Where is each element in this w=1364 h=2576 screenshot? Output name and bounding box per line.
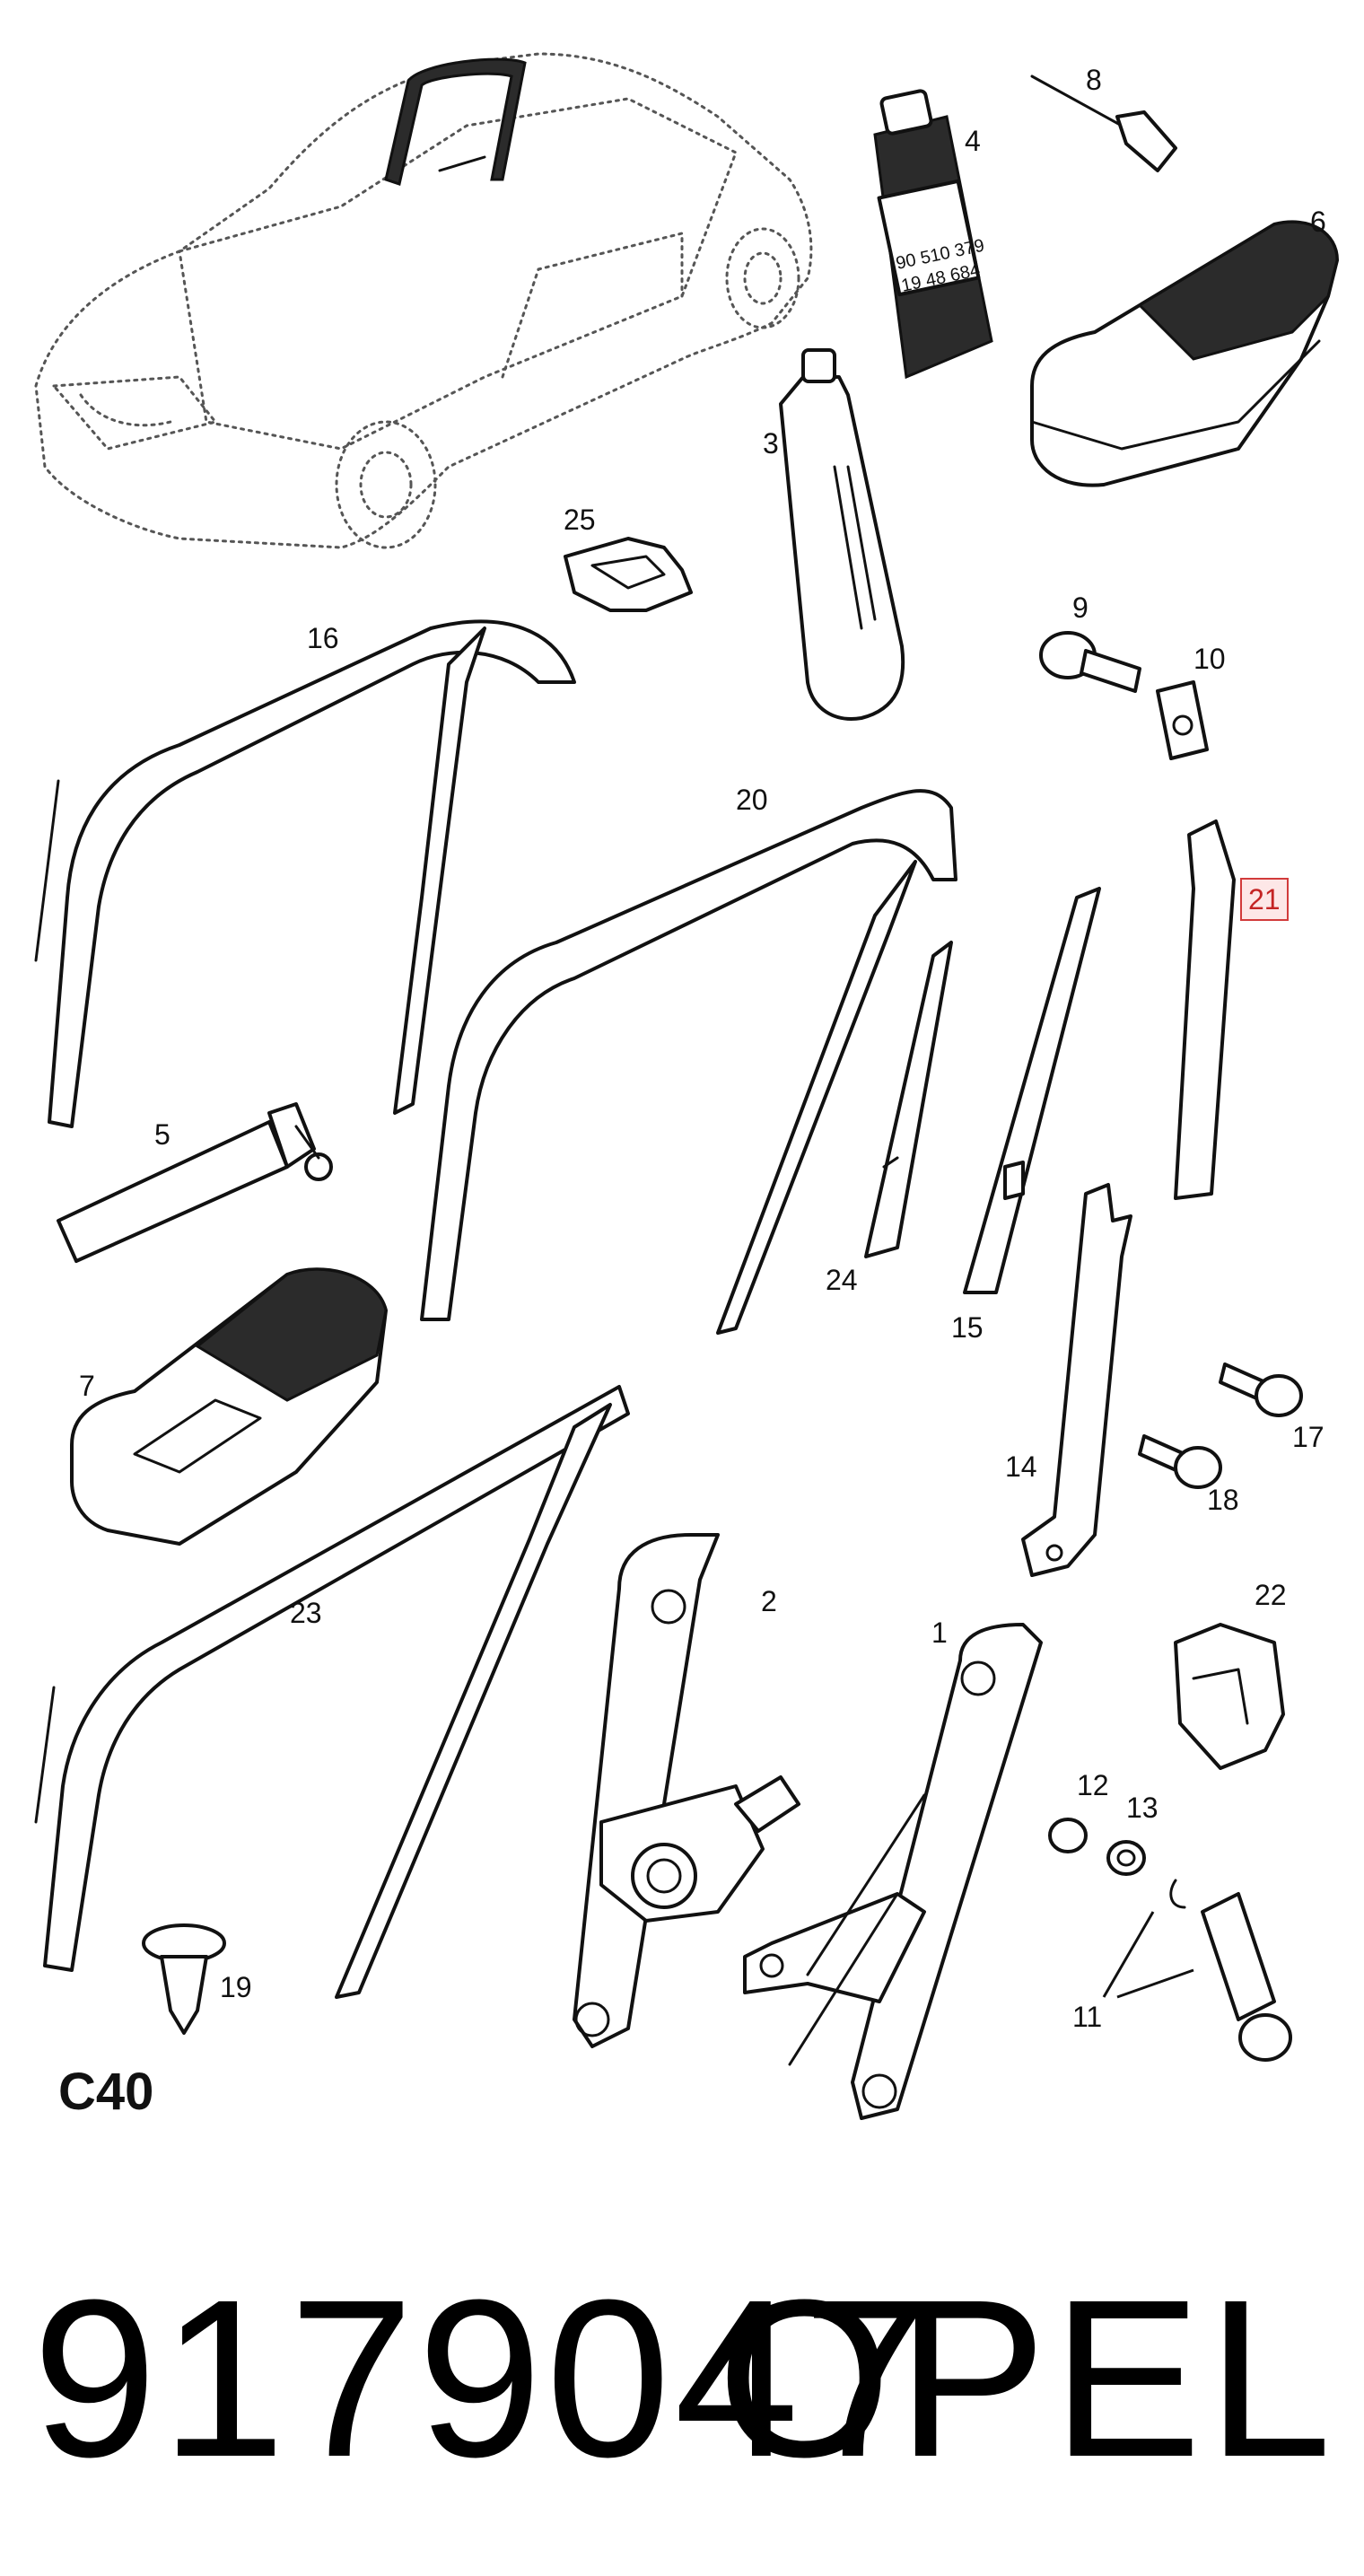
callout-12: 12 [1077,1769,1109,1801]
part-15-channel [963,887,1101,1294]
callout-7: 7 [79,1370,95,1402]
part-20-seal [420,789,957,1335]
part-4-sealant-tube: 90 510 379 19 48 684 [873,89,993,380]
footer: 9179047 OPEL [0,2226,1364,2531]
callout-6: 6 [1310,206,1326,238]
callout-24: 24 [826,1264,858,1296]
car-illustration [34,52,813,549]
part-9-bolt [1039,631,1141,693]
callout-3: 3 [763,427,779,460]
part-18-bolt [1138,1434,1222,1489]
part-17-bolt [1219,1362,1303,1417]
part-13-washer [1106,1840,1146,1876]
part-11-window-crank [1102,1879,1292,2062]
part-24-channel [864,941,953,1258]
callout-5: 5 [154,1118,170,1151]
part-3-grease-tube [779,348,905,721]
part-25-bracket [564,537,693,612]
callout-10: 10 [1194,643,1226,675]
callout-21: 21 [1248,883,1281,916]
highlighted-callout[interactable]: 21 [1240,878,1289,921]
part-6-switch [1030,220,1339,487]
group-code: C40 [58,2063,153,2121]
callout-13: 13 [1126,1792,1159,1824]
callout-23: 23 [290,1597,322,1629]
part-16-seal [34,619,576,1128]
part-14-rail [1021,1183,1132,1577]
part-5-actuator [57,1102,333,1263]
callout-labels: 1 2 3 4 5 6 7 8 9 10 11 12 13 14 15 16 1… [79,64,1326,2033]
callout-8: 8 [1086,64,1102,96]
callout-17: 17 [1292,1421,1325,1453]
callout-11: 11 [1072,2001,1102,2033]
callout-19: 19 [220,1971,252,2003]
callout-2: 2 [761,1585,777,1617]
callout-25: 25 [564,504,596,536]
callout-18: 18 [1207,1484,1239,1516]
brand-name: OPEL [717,2253,1337,2503]
part-19-clip [142,1923,226,2035]
part-12-bushing [1048,1818,1088,1853]
callout-4: 4 [965,125,981,157]
callout-16: 16 [307,622,339,654]
callout-9: 9 [1072,591,1089,624]
part-10-clip [1156,680,1209,760]
part-1-window-regulator [743,1623,1043,2120]
callout-14: 14 [1005,1450,1037,1483]
callout-15: 15 [951,1311,984,1344]
part-23-seal [34,1385,630,1999]
callout-22: 22 [1255,1579,1287,1611]
callout-1: 1 [931,1617,948,1649]
parts-diagram: 90 510 379 19 48 684 [34,52,1339,2121]
part-7-switch [70,1267,388,1546]
part-8-rivet [1030,74,1177,172]
part-21-seal [1174,819,1236,1200]
part-22-block [1174,1623,1285,1770]
part-2-window-regulator [573,1533,800,2048]
highlight-box [1240,878,1289,921]
callout-20: 20 [736,784,768,816]
part-number: 9179047 [32,2253,931,2503]
